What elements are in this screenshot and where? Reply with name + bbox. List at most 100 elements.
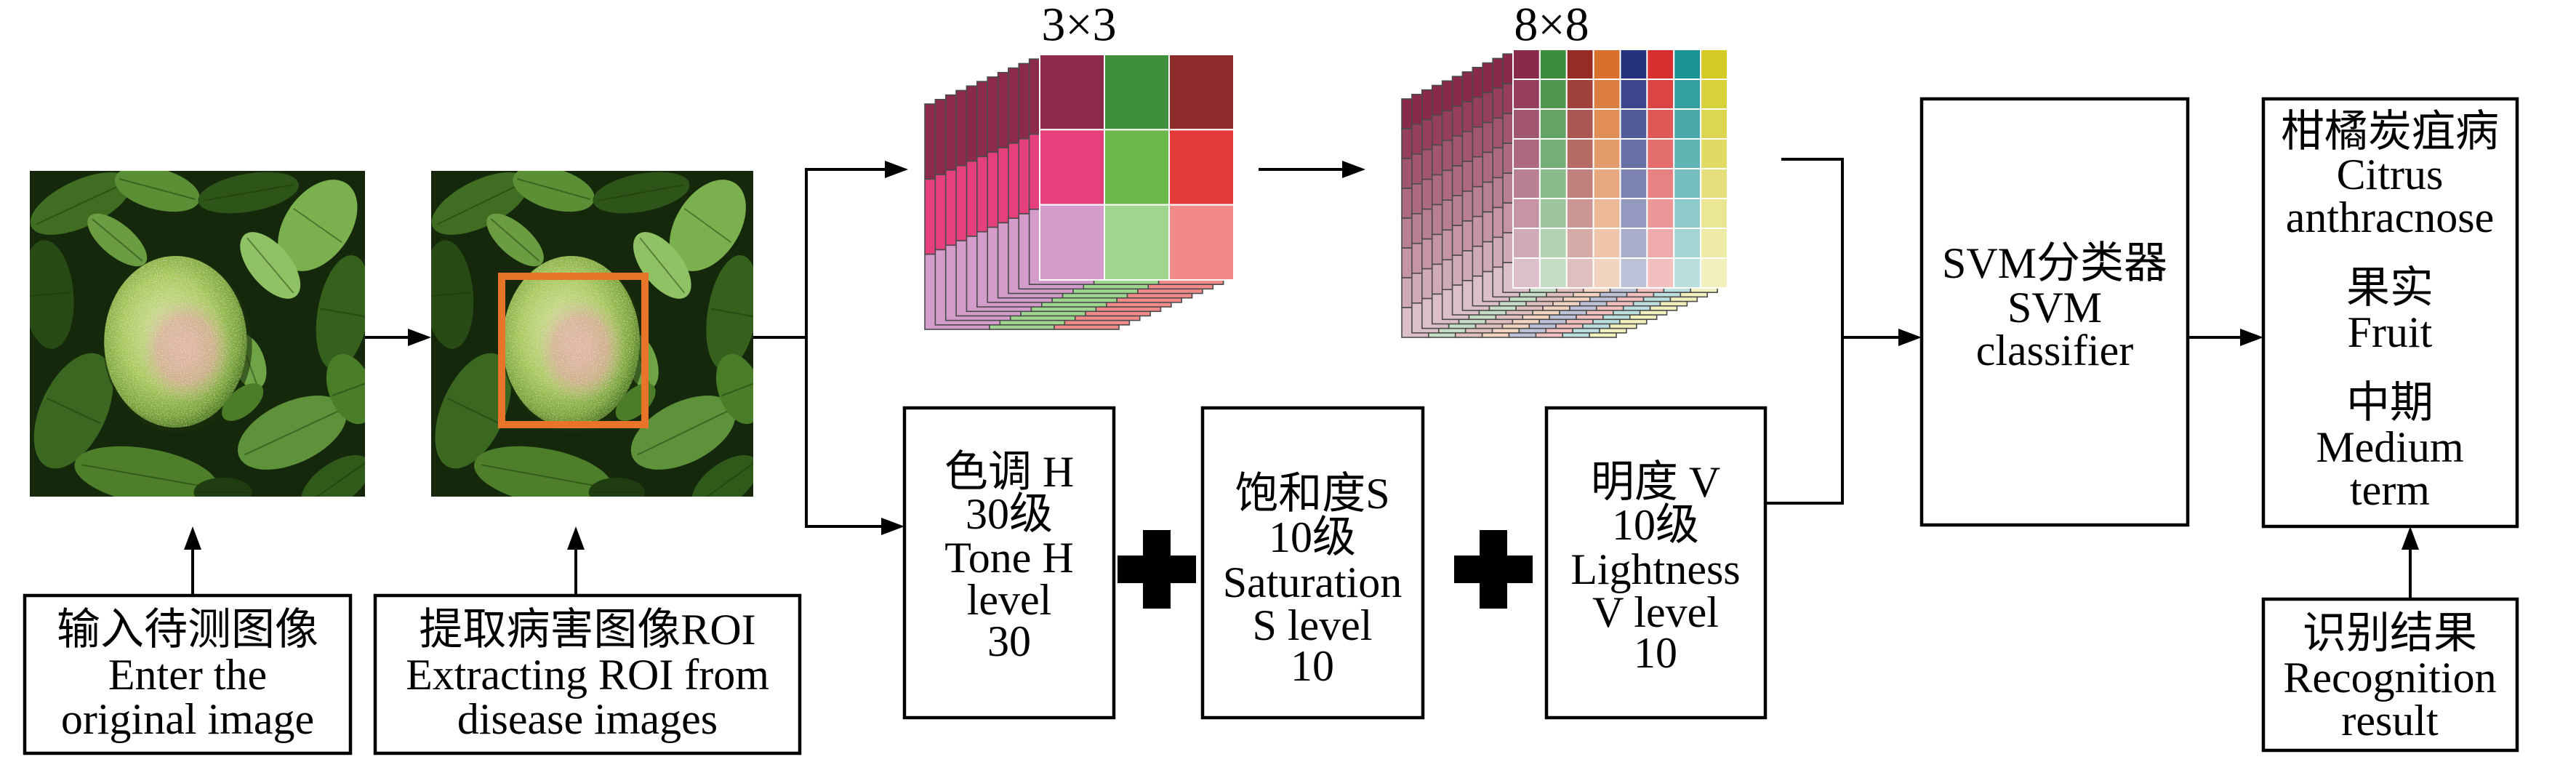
leaf-blade	[431, 172, 529, 235]
leaf-midrib	[36, 182, 126, 225]
leaf-blade	[278, 180, 358, 271]
cube-cell	[1592, 257, 1621, 289]
arrowhead	[881, 518, 904, 535]
cube-cell	[1565, 198, 1594, 229]
arrowhead	[2402, 526, 2419, 550]
roi-extraction-box-text: disease images	[457, 695, 718, 743]
leaf	[326, 353, 365, 425]
cube-cell	[1646, 198, 1675, 229]
leaf-blade	[30, 240, 74, 349]
connectors	[184, 158, 2419, 599]
cube-cell	[1619, 138, 1648, 169]
cube-cell	[1512, 228, 1541, 259]
cube-cell	[1673, 257, 1702, 289]
lightness-box-text: 明度 V	[1591, 458, 1720, 506]
cube-cell	[1039, 204, 1105, 281]
cube-cell	[1565, 138, 1594, 169]
saturation-box-frame	[1200, 406, 1425, 720]
leaf-blade	[431, 240, 474, 349]
leaf-blade	[326, 353, 365, 425]
leaf-midrib	[244, 409, 340, 456]
cube-cell	[1039, 129, 1105, 206]
cube-cell	[1646, 168, 1675, 199]
cube-cell	[1565, 168, 1594, 199]
cube-cell	[1700, 79, 1728, 110]
leaf-blade	[691, 454, 754, 497]
cube-cell	[1565, 108, 1594, 140]
cube-cell	[1646, 228, 1675, 259]
leaf-midrib	[246, 237, 294, 294]
cube-cell	[1619, 198, 1648, 229]
cube-cell	[1104, 204, 1170, 281]
cube-cell	[1673, 228, 1702, 259]
lightness-box-text: V level	[1592, 588, 1719, 636]
leaf-blade	[74, 446, 219, 497]
cube-cell	[1565, 228, 1594, 259]
cube-cell	[1646, 49, 1675, 80]
cube-cell	[1565, 49, 1594, 80]
leaf	[435, 353, 512, 469]
saturation-box-text: 10	[1291, 642, 1334, 690]
leaf-blade	[222, 383, 264, 421]
lightness-box-text: 10	[1634, 629, 1677, 677]
leaf-blade	[474, 446, 613, 497]
leaf-midrib	[490, 218, 540, 262]
svm-classifier-box-text: SVM	[2007, 284, 2102, 332]
cube-cell	[1673, 49, 1702, 80]
result-box-text: anthracnose	[2286, 193, 2495, 241]
arrowhead	[1342, 161, 1365, 178]
cube-cell	[1700, 257, 1728, 289]
plus-sign	[1118, 530, 1196, 609]
hue-box-text: 色调 H	[944, 448, 1074, 496]
cube-cell	[1700, 168, 1728, 199]
lightness-box-text: Lightness	[1570, 545, 1740, 593]
arrowhead	[885, 161, 908, 178]
cube-cell	[1538, 138, 1568, 169]
cube-cell	[1619, 168, 1648, 199]
hue-box-text: 30	[987, 617, 1031, 665]
leaf	[300, 454, 365, 497]
cube-cell	[1592, 138, 1621, 169]
cube-cell	[1592, 79, 1621, 110]
photo-content	[30, 171, 365, 497]
leaf-blade	[669, 180, 746, 271]
arrowhead	[2240, 329, 2263, 346]
cube-cell	[1104, 54, 1170, 131]
leaf-midrib	[639, 237, 686, 294]
original-citrus-photo	[30, 171, 365, 497]
saturation-box-text: 10级	[1269, 513, 1356, 561]
leaf	[669, 180, 746, 271]
leaf-midrib	[92, 218, 143, 262]
leaf	[715, 353, 754, 425]
leaf-blade	[486, 213, 544, 267]
cube-cell	[1592, 108, 1621, 140]
result-box-text: 柑橘炭疽病	[2281, 108, 2499, 156]
svm-classifier-box: SVM分类器 SVM classifier	[1919, 97, 2190, 527]
cube-cell	[1168, 54, 1235, 131]
leaf-blade	[87, 213, 148, 267]
leaf	[240, 232, 301, 299]
leaf-midrib	[30, 292, 71, 297]
saturation-box: 饱和度S 10级 Saturation S level 10	[1200, 406, 1425, 720]
leaf-midrib	[119, 178, 196, 200]
leaf-midrib	[437, 182, 523, 225]
leaf-midrib	[81, 464, 212, 489]
input-image-box: 输入待测图像 Enter the original image	[23, 593, 353, 755]
cube-8x8	[1401, 49, 1728, 338]
leaf-midrib	[447, 397, 499, 425]
cube-cell	[1512, 108, 1541, 140]
leaf	[87, 213, 148, 267]
leaf	[278, 180, 358, 271]
roi-highlight-frame	[498, 273, 649, 428]
arrowhead	[567, 526, 585, 550]
recognition-result-box-frame	[2261, 597, 2519, 753]
cube-front-face	[1512, 49, 1728, 289]
result-box: 柑橘炭疽病 Citrus anthracnose 果实 Fruit 中期 Med…	[2261, 97, 2519, 529]
result-box-text: 果实	[2346, 264, 2433, 312]
saturation-box-text: 饱和度S	[1235, 470, 1389, 518]
cube-cell	[1646, 138, 1675, 169]
leaf	[431, 172, 529, 235]
leaf	[513, 171, 595, 212]
cube-cell	[1565, 257, 1594, 289]
cube-cell	[1512, 138, 1541, 169]
